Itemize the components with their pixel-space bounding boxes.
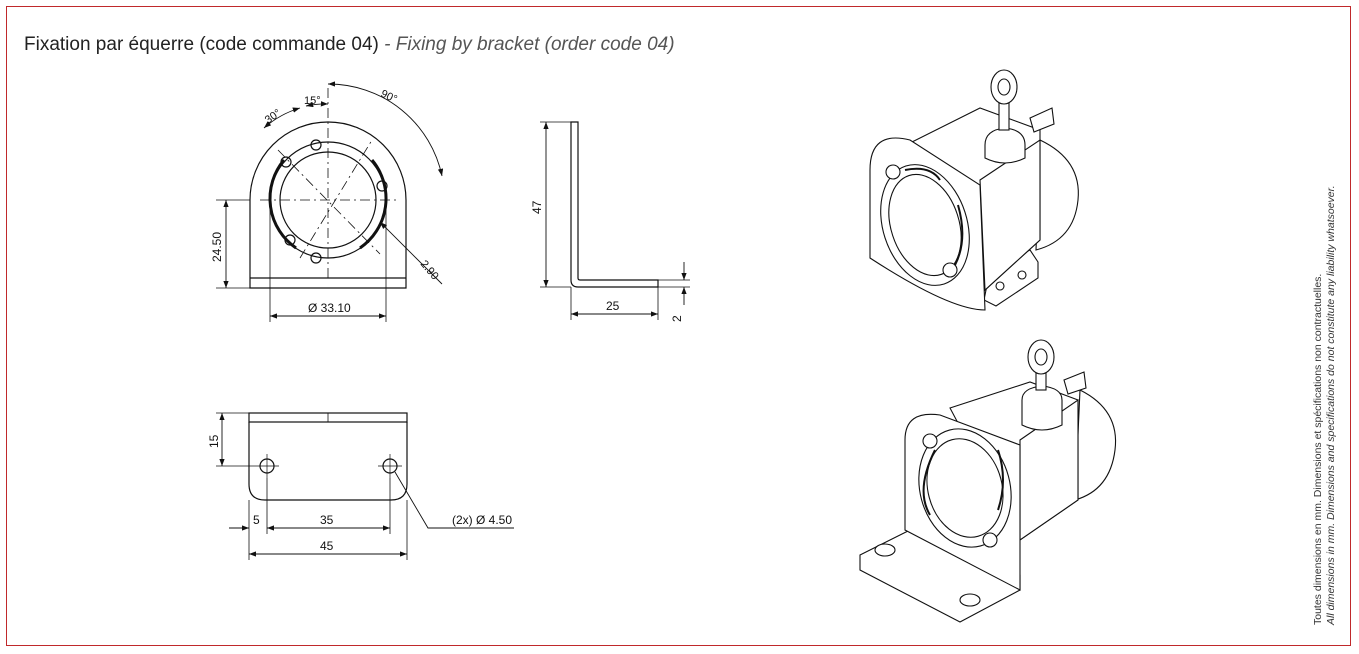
title-french: Fixation par équerre (code commande 04)	[24, 34, 379, 55]
dim-length-25: 25	[606, 299, 620, 313]
dim-height-47: 47	[530, 200, 544, 214]
isometric-view-rear	[869, 69, 1079, 311]
dim-angle-90: 90°	[379, 88, 399, 106]
dim-height-24-50: 24.50	[210, 232, 224, 262]
disclaimer-french: Toutes dimensions en mm. Dimensions et s…	[1312, 273, 1324, 625]
disclaimer-english: All dimensions in mm. Dimensions and spe…	[1325, 185, 1337, 625]
dim-angle-15: 15°	[304, 95, 321, 107]
title-english: Fixing by bracket (order code 04)	[395, 34, 675, 55]
title-separator: -	[378, 34, 396, 55]
page-frame	[6, 6, 1351, 646]
front-view	[216, 81, 444, 322]
dim-spacing-35: 35	[320, 513, 334, 527]
dim-holes: (2x) Ø 4.50	[452, 513, 512, 527]
dim-diameter-33-10: Ø 33.10	[308, 301, 351, 315]
page-title: Fixation par équerre (code commande 04) …	[24, 34, 675, 56]
dim-width-45: 45	[320, 539, 334, 553]
top-view	[216, 412, 514, 560]
dim-depth-15: 15	[207, 434, 221, 448]
dim-thickness-2: 2	[670, 315, 684, 322]
dimensions-disclaimer: Toutes dimensions en mm. Dimensions et s…	[1312, 185, 1338, 625]
side-view	[540, 121, 690, 320]
isometric-view-front	[859, 339, 1117, 623]
dim-offset-5: 5	[253, 513, 260, 527]
dim-angle-30: 30°	[263, 107, 284, 126]
